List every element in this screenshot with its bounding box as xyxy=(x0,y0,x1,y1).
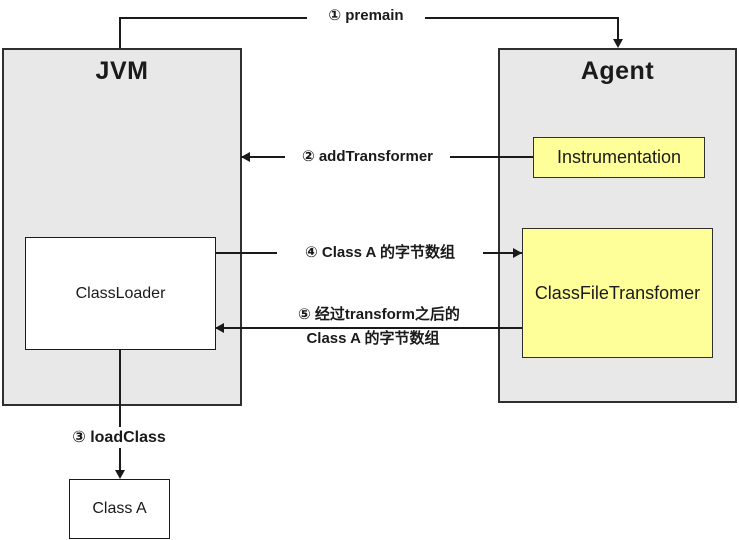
classloader-node-label: ClassLoader xyxy=(75,284,166,302)
classloader-node: ClassLoader xyxy=(25,237,216,350)
class-a-node: Class A xyxy=(69,479,170,539)
transformedbytes-arrow-label-line1: ⑤ 经过transform之后的 xyxy=(298,306,460,323)
classbytes-arrowhead-right-icon xyxy=(513,248,522,258)
transformedbytes-arrow-label-line2: Class A 的字节数组 xyxy=(306,330,440,347)
class-file-transfomer-node: ClassFileTransfomer xyxy=(522,228,713,358)
loadclass-arrowhead-down-icon xyxy=(115,470,125,479)
classbytes-arrow-label: ④ Class A 的字节数组 xyxy=(277,242,483,263)
class-a-node-label: Class A xyxy=(92,500,147,517)
instrumentation-node-label: Instrumentation xyxy=(556,147,682,167)
instrumentation-node: Instrumentation xyxy=(533,137,705,178)
premain-line-left-vertical xyxy=(119,17,121,48)
jvm-container: JVM xyxy=(2,48,242,406)
jvm-title: JVM xyxy=(95,57,149,85)
premain-arrow-label: ① premain xyxy=(307,6,425,26)
premain-arrowhead-down-icon xyxy=(613,39,623,48)
premain-line-right-vertical xyxy=(617,17,619,41)
addtransformer-arrowhead-left-icon xyxy=(241,152,250,162)
loadclass-line xyxy=(119,350,121,475)
loadclass-arrow-label: ③ loadClass xyxy=(62,427,176,448)
agent-title: Agent xyxy=(580,57,655,85)
addtransformer-arrow-label: ② addTransformer xyxy=(285,146,450,167)
class-file-transfomer-node-label: ClassFileTransfomer xyxy=(534,282,701,303)
transformedbytes-arrowhead-left-icon xyxy=(215,323,224,333)
transformedbytes-line xyxy=(215,327,522,329)
